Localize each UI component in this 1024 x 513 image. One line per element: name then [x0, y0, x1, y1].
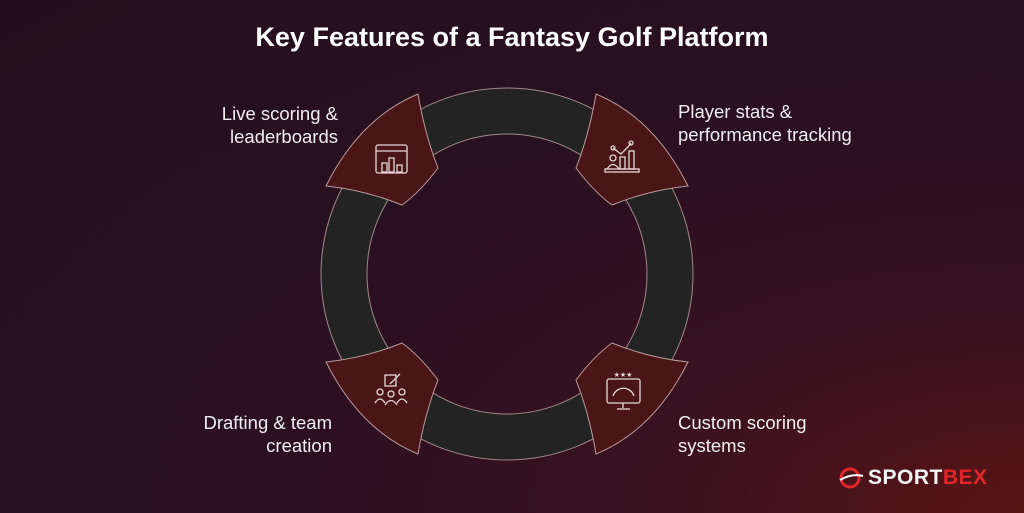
- label-line: Live scoring &: [221, 103, 338, 124]
- label-line: Drafting & team: [203, 412, 332, 433]
- stats-chart-icon: [604, 140, 640, 173]
- label-line: Custom scoring: [678, 412, 807, 433]
- svg-text:★★★: ★★★: [614, 371, 633, 379]
- label-line: creation: [266, 435, 332, 456]
- label-line: performance tracking: [678, 124, 852, 145]
- label-line: leaderboards: [230, 126, 338, 147]
- arrow-top-right: [575, 93, 689, 206]
- arrow-top-left: [325, 93, 439, 206]
- leaderboard-icon: [375, 144, 408, 174]
- label-line: systems: [678, 435, 746, 456]
- scoring-monitor-icon: ★★★: [606, 371, 641, 410]
- arrow-bottom-left: [325, 342, 439, 455]
- team-draft-icon: [374, 373, 408, 406]
- feature-label-player-stats: Player stats &performance tracking: [678, 100, 938, 146]
- feature-label-live-scoring: Live scoring &leaderboards: [150, 102, 338, 148]
- arrow-bottom-right: [575, 342, 689, 455]
- logo-text-bex: BEX: [942, 466, 988, 489]
- ring: [320, 87, 694, 461]
- logo-globe-icon: [839, 467, 864, 489]
- page-title: Key Features of a Fantasy Golf Platform: [255, 22, 769, 52]
- logo-text-sport: SPORT: [868, 466, 943, 489]
- label-line: Player stats &: [678, 101, 793, 122]
